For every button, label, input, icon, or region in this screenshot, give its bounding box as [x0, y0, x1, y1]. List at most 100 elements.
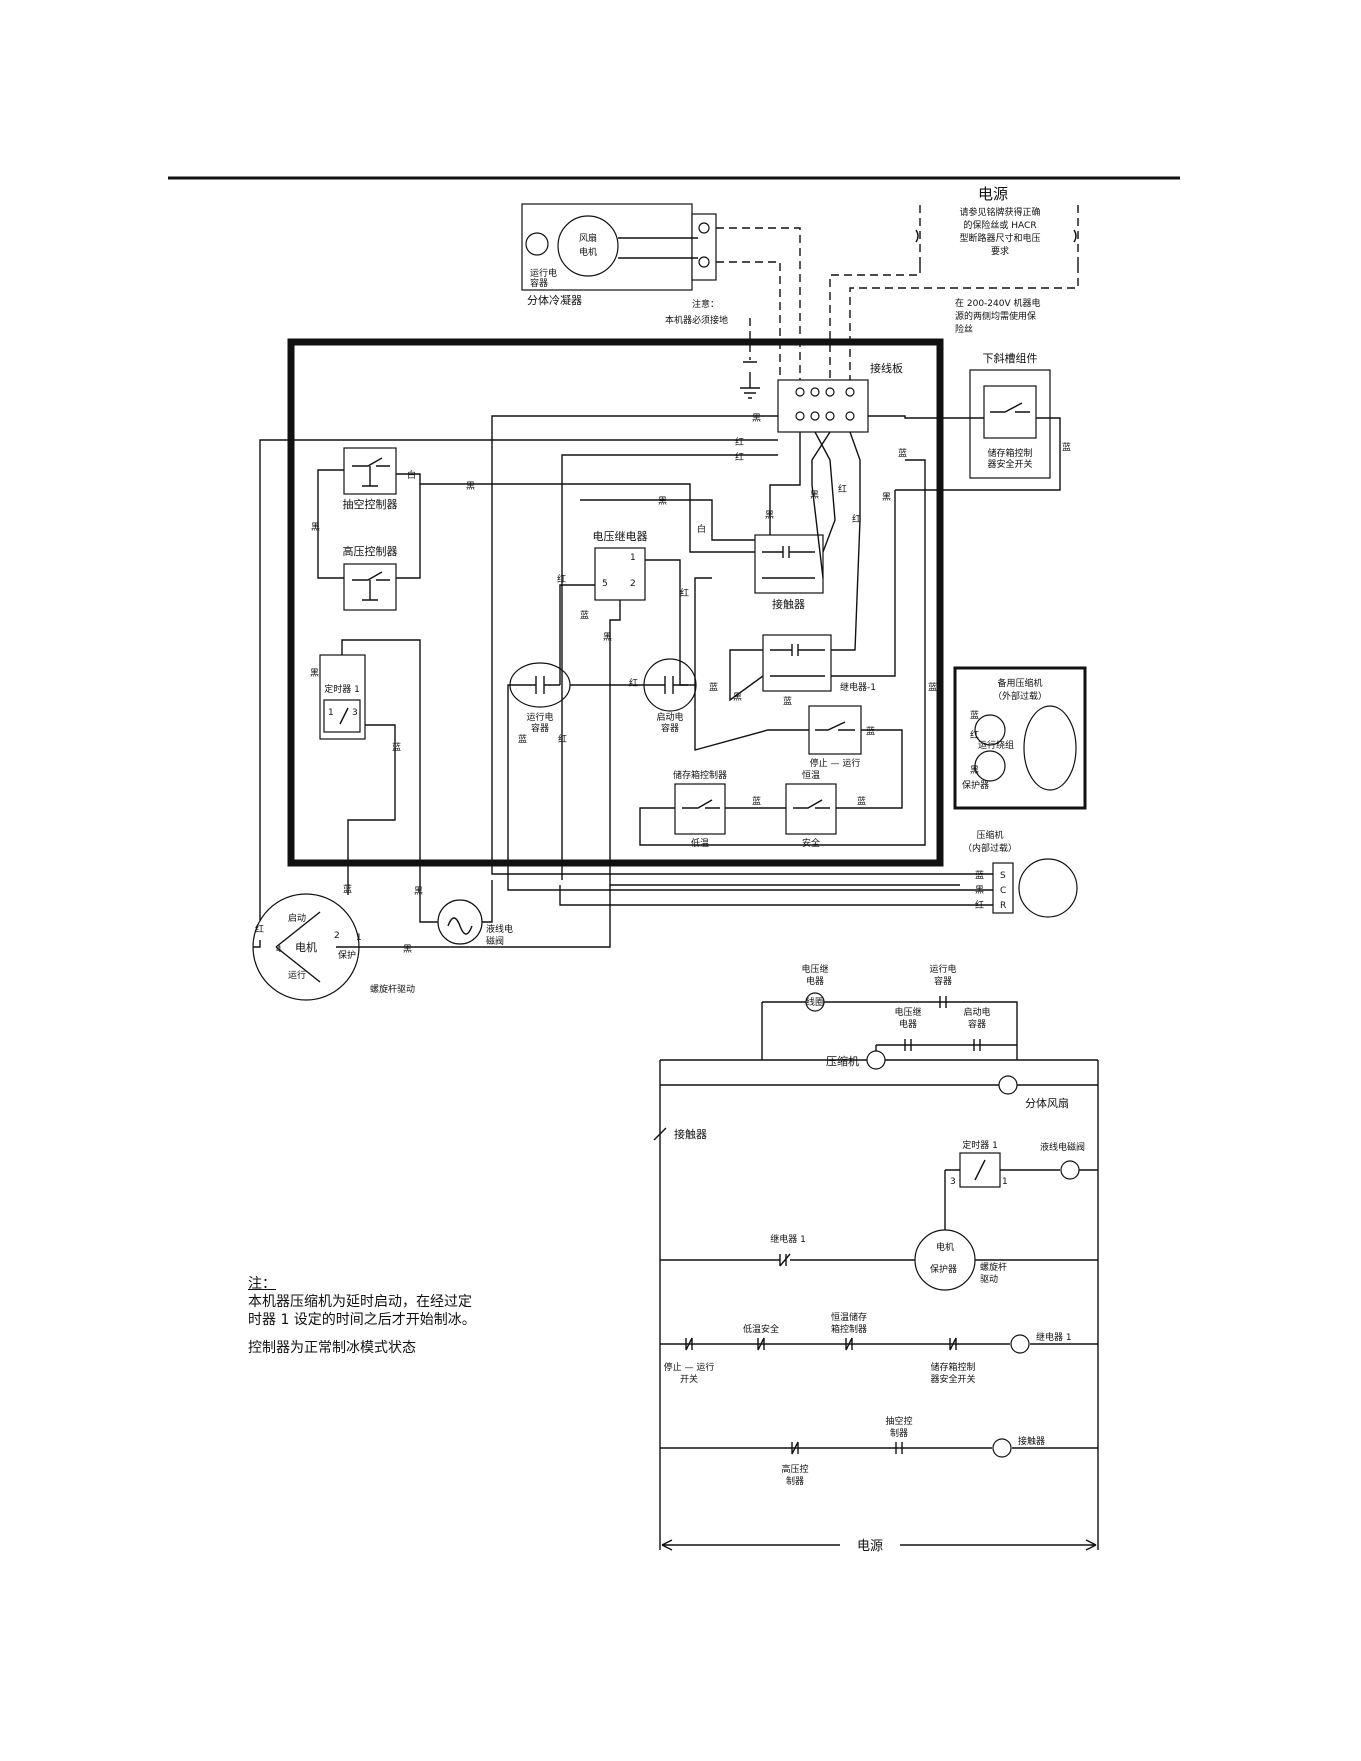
chute-wires	[868, 415, 1061, 491]
svg-text:容器: 容器	[968, 1018, 986, 1030]
terminal-board	[777, 379, 869, 433]
relay-1-label: 继电器-1	[840, 681, 876, 693]
svg-text:黑: 黑	[310, 668, 319, 679]
backup-protector-icon	[974, 750, 1006, 782]
svg-text:要求: 要求	[991, 245, 1009, 257]
svg-text:黑: 黑	[882, 492, 891, 503]
ladder-auger-motor-icon	[914, 1229, 976, 1291]
condenser-terminal-1	[698, 222, 710, 234]
svg-text:黑: 黑	[403, 944, 412, 955]
ladder-vacuum-contact	[895, 1442, 903, 1454]
svg-text:红: 红	[735, 451, 744, 463]
control-box-frame	[287, 338, 944, 867]
ladder-contactor-label: 接触器	[674, 1127, 707, 1141]
svg-text:电压继: 电压继	[894, 1006, 921, 1018]
backup-compressor-body	[1023, 705, 1077, 791]
ladder-auger-label: 螺旋杆	[980, 1261, 1007, 1273]
svg-text:1: 1	[630, 553, 636, 563]
svg-text:安全: 安全	[802, 837, 820, 849]
svg-text:蓝: 蓝	[857, 795, 866, 807]
ladder-compressor-coil	[866, 1050, 886, 1070]
ladder-low-safety-label: 低温安全	[743, 1323, 779, 1335]
ground-icon	[740, 361, 760, 399]
ladder-power-arrow	[661, 1539, 1097, 1551]
svg-text:型断路器尺寸和电压: 型断路器尺寸和电压	[959, 232, 1040, 244]
ladder-relay-1-coil-label: 继电器 1	[1036, 1331, 1072, 1343]
fuse-symbols	[915, 229, 1077, 243]
svg-text:红: 红	[558, 733, 567, 745]
svg-text:制器: 制器	[786, 1475, 804, 1487]
svg-text:容器: 容器	[530, 277, 548, 289]
start-capacitor-label: 启动电	[656, 711, 683, 723]
ladder-liquid-valve-coil	[1060, 1160, 1080, 1180]
ladder-split-fan-coil	[998, 1075, 1018, 1095]
svg-text:1: 1	[328, 708, 334, 718]
svg-text:黑: 黑	[311, 522, 320, 533]
ladder-run-cap-label: 运行电	[929, 963, 956, 975]
relay-1-icon	[762, 634, 832, 692]
svg-text:保护: 保护	[338, 949, 356, 961]
svg-text:1: 1	[356, 933, 362, 943]
svg-text:白: 白	[407, 469, 416, 481]
svg-text:5: 5	[602, 579, 608, 589]
svg-text:恒温: 恒温	[802, 769, 820, 781]
fuse-note: 在 200-240V 机器电	[955, 297, 1040, 309]
timer-1-icon	[323, 699, 361, 733]
svg-text:磁阀: 磁阀	[486, 935, 504, 947]
condenser-terminal-2	[698, 256, 710, 268]
vacuum-control-label: 抽空控制器	[343, 497, 398, 511]
ladder-liquid-valve-label: 液线电磁阀	[1040, 1141, 1085, 1153]
bin-controller-label: 储存箱控制器	[673, 769, 727, 781]
svg-text:容器: 容器	[531, 722, 549, 734]
svg-text:蓝: 蓝	[518, 733, 527, 745]
svg-text:器安全开关: 器安全开关	[930, 1373, 975, 1385]
contactor-icon	[754, 534, 824, 594]
svg-text:蓝: 蓝	[928, 681, 937, 693]
note-mode: 控制器为正常制冰模式状态	[248, 1340, 416, 1356]
ground-note: 注意：	[692, 298, 719, 310]
svg-text:本机器必须接地: 本机器必须接地	[665, 314, 728, 326]
fan-motor-label: 风扇	[579, 232, 597, 244]
power-note: 请参见铭牌获得正确 的保险丝或 HACR 型断路器尺寸和电压 要求	[959, 206, 1040, 257]
fan-motor-icon	[557, 215, 619, 277]
svg-text:红: 红	[735, 436, 744, 448]
ladder-vacuum-label: 抽空控	[885, 1415, 912, 1427]
svg-text:蓝: 蓝	[752, 795, 761, 807]
svg-text:蓝: 蓝	[975, 869, 984, 881]
ladder-split-fan-label: 分体风扇	[1025, 1096, 1069, 1110]
ladder-rung-3-contacts	[685, 1337, 957, 1351]
note-head: 注：	[248, 1276, 276, 1292]
ladder-bin-switch-label: 储存箱控制	[930, 1361, 975, 1373]
svg-text:保护器: 保护器	[962, 779, 989, 791]
low-temp-safety-icon	[785, 783, 837, 835]
svg-text:白: 白	[697, 523, 706, 535]
field-wiring	[716, 227, 1079, 380]
ladder-relay-1-contact-label: 继电器 1	[770, 1233, 806, 1245]
liquid-line-valve-icon	[437, 899, 483, 945]
svg-text:启动电: 启动电	[963, 1006, 990, 1018]
svg-text:C: C	[1000, 886, 1006, 896]
power-leads	[919, 205, 1079, 265]
compressor-body	[1018, 858, 1078, 918]
svg-text:黑: 黑	[810, 490, 819, 501]
svg-text:线圈: 线圈	[806, 996, 824, 1008]
ladder-stop-run-label: 停止 — 运行	[664, 1361, 715, 1373]
chute-assembly-label: 下斜槽组件	[983, 351, 1038, 365]
svg-text:电器: 电器	[899, 1018, 917, 1030]
svg-text:黑: 黑	[603, 632, 612, 643]
svg-text:黑: 黑	[970, 765, 979, 776]
ladder-compressor-label: 压缩机	[826, 1054, 859, 1068]
svg-text:蓝: 蓝	[1062, 441, 1071, 453]
svg-text:黑: 黑	[658, 496, 667, 507]
condenser-label: 分体冷凝器	[527, 293, 582, 307]
svg-text:开关: 开关	[680, 1373, 698, 1385]
svg-text:蓝: 蓝	[783, 695, 792, 707]
svg-text:3: 3	[352, 708, 358, 718]
svg-text:请参见铭牌获得正确: 请参见铭牌获得正确	[959, 206, 1040, 218]
power-title: 电源	[978, 185, 1008, 203]
svg-text:启动: 启动	[288, 912, 306, 924]
timer-1-label: 定时器 1	[324, 683, 360, 695]
terminal-board-label: 接线板	[870, 361, 903, 375]
svg-text:险丝: 险丝	[955, 323, 973, 335]
